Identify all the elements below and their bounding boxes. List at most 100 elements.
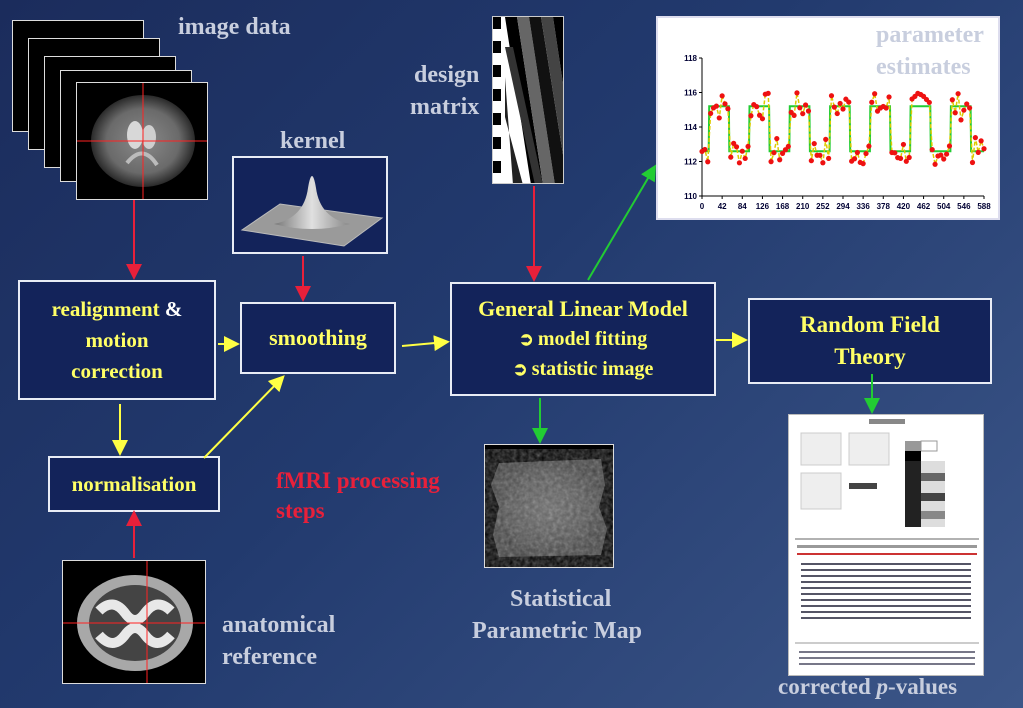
data-point	[866, 143, 872, 149]
data-point	[863, 150, 869, 157]
image-slice-front	[76, 82, 208, 200]
x-tick-label: 504	[937, 202, 951, 211]
x-tick-label: 0	[700, 202, 705, 211]
data-point	[774, 135, 780, 142]
data-point	[969, 159, 976, 166]
x-tick-label: 462	[917, 202, 931, 211]
data-point	[805, 108, 812, 114]
smoothing-box[interactable]: smoothing	[240, 302, 396, 374]
model-fit-line	[702, 105, 984, 153]
smoothing-text: smoothing	[269, 325, 367, 350]
observed-data-line	[701, 92, 985, 168]
motion-text: motion	[85, 327, 149, 352]
data-point	[961, 107, 967, 113]
title-processing: processing	[336, 468, 440, 493]
y-tick-label: 118	[684, 54, 697, 63]
data-point	[955, 91, 961, 97]
title-fmri: fMRI	[276, 468, 331, 493]
data-point	[906, 154, 912, 161]
design-matrix-stripes	[493, 17, 563, 183]
realignment-line: realignment &	[52, 294, 183, 325]
data-point	[900, 141, 907, 148]
parameter-label: parameter	[876, 22, 984, 48]
data-point	[713, 103, 719, 109]
data-point	[705, 159, 711, 165]
results-sheet-panel	[788, 414, 984, 676]
data-point	[967, 105, 973, 111]
x-tick-label: 168	[776, 202, 790, 211]
data-point	[817, 152, 823, 158]
x-tick-label: 252	[816, 202, 830, 211]
rft-line1: Random Field	[800, 312, 940, 337]
bullet-arrow-icon: ➲	[518, 329, 534, 349]
data-point	[739, 148, 745, 154]
data-point	[932, 161, 938, 167]
glm-item-model-fitting: ➲model fitting	[519, 324, 648, 354]
data-point	[759, 116, 766, 122]
data-point	[840, 106, 846, 112]
x-tick-label: 84	[738, 202, 747, 211]
data-point	[981, 146, 987, 152]
estimates-label: estimates	[876, 54, 971, 80]
x-tick-label: 588	[977, 202, 991, 211]
data-point	[722, 101, 728, 107]
realignment-box[interactable]: realignment & motion correction	[18, 280, 216, 400]
spm-label-line2: Parametric Map	[472, 618, 642, 644]
glm-title: General Linear Model	[478, 296, 688, 321]
correction-text: correction	[71, 358, 163, 383]
data-point	[949, 97, 955, 103]
data-point	[736, 160, 743, 166]
y-tick-label: 112	[684, 158, 697, 167]
data-point	[820, 160, 826, 166]
statistical-map-image	[491, 459, 607, 557]
data-point	[869, 99, 875, 105]
data-point	[860, 161, 866, 167]
data-point	[745, 143, 751, 150]
data-point	[978, 138, 984, 144]
data-point	[756, 112, 763, 118]
values-text: -values	[888, 674, 958, 699]
data-point	[886, 94, 892, 100]
bullet-arrow-icon: ➲	[512, 359, 528, 379]
x-tick-label: 420	[897, 202, 911, 211]
glm-box[interactable]: General Linear Model ➲model fitting ➲sta…	[450, 282, 716, 396]
data-point	[823, 136, 829, 142]
data-point	[834, 110, 840, 117]
p-text: p	[876, 674, 889, 699]
data-point	[854, 149, 860, 156]
anatomical-brain-image	[63, 561, 205, 683]
data-point	[828, 93, 835, 99]
title-line1: fMRI processing	[276, 466, 440, 496]
anatomical-label-line2: reference	[222, 644, 318, 670]
data-point	[716, 115, 722, 121]
data-point	[777, 157, 783, 163]
data-point	[811, 141, 817, 147]
normalisation-box[interactable]: normalisation	[48, 456, 220, 512]
data-point	[728, 154, 734, 160]
data-point	[808, 158, 814, 164]
anatomical-image-panel	[62, 560, 206, 684]
results-sheet-image	[795, 419, 979, 665]
normalisation-text: normalisation	[71, 471, 197, 496]
data-point	[779, 150, 786, 156]
image-data-label: image data	[178, 14, 291, 40]
corrected-text: corrected	[778, 674, 871, 699]
y-tick-label: 110	[684, 192, 697, 201]
diagram-title: fMRI processing steps	[276, 466, 440, 526]
data-point	[831, 104, 837, 110]
data-point	[903, 158, 909, 164]
data-point	[748, 113, 754, 119]
data-point	[938, 152, 944, 158]
data-point	[785, 143, 791, 150]
data-point	[837, 100, 843, 107]
brain-axial-image	[77, 83, 207, 199]
data-point	[846, 99, 852, 105]
data-point	[926, 99, 932, 106]
rft-line2: Theory	[834, 344, 906, 369]
x-tick-label: 336	[856, 202, 870, 211]
x-tick-label: 126	[756, 202, 770, 211]
data-point	[851, 156, 858, 162]
random-field-theory-box[interactable]: Random Field Theory	[748, 298, 992, 384]
